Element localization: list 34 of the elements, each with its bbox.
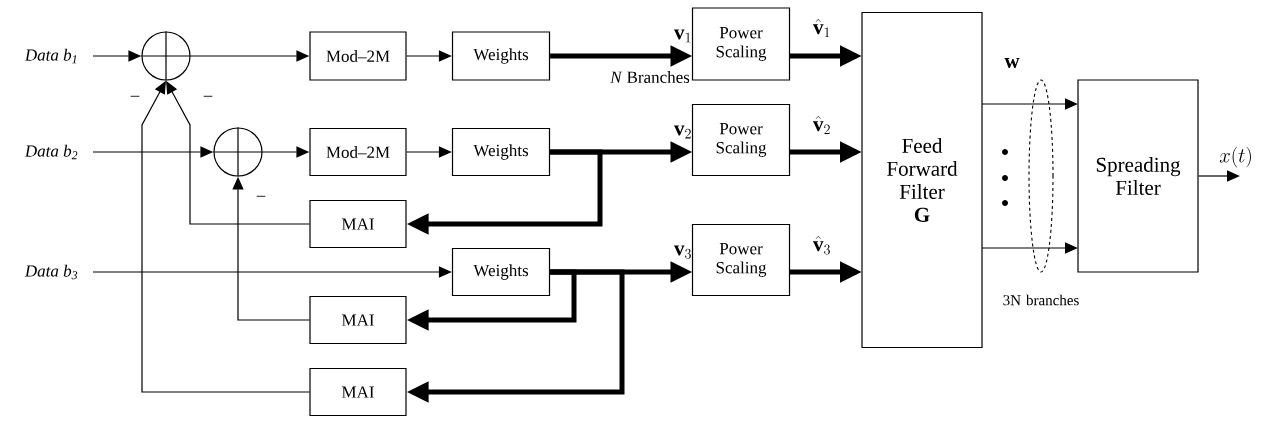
arrow [1198,170,1240,182]
process-box: MAI [309,199,407,249]
minus-sign: – [130,95,140,97]
minus-sign: – [203,95,213,97]
filter-box: Feed Forward Filter G [861,11,983,349]
edge-label: $\mathbf{w}$ [1004,58,1020,68]
minus-sign: – [256,195,266,197]
process-box: Mod–2M [309,31,407,81]
summing-junction [140,30,192,82]
edge-label: $\hat{\mathbf{v}}_2$ [813,115,830,135]
process-box: Power Scaling [691,223,791,297]
edge-label: $\hat{\mathbf{v}}_1$ [813,18,830,38]
filter-box: Spreading Filter [1077,79,1199,273]
edge-label: $\mathbf{v}_1$ [674,29,691,43]
process-box: Mod–2M [309,127,407,177]
process-box: Weights [451,247,551,297]
summing-junction [212,126,264,178]
input-label: Data b$_{1}$ [24,48,77,64]
arrow [981,98,1078,110]
edge-label: $\hat{\mathbf{v}}_3$ [813,235,830,255]
branch-label: N Branches [610,71,690,83]
branch-label: 3N branches [1003,294,1079,306]
process-box: MAI [309,367,407,417]
process-box: Power Scaling [691,103,791,177]
arrow [981,242,1078,254]
edge-label: $\mathbf{v}_2$ [674,125,691,139]
input-label: Data b$_{3}$ [24,264,78,280]
process-box: Weights [451,31,551,81]
edge-label: $x(t)$ [1219,146,1251,168]
process-box: Power Scaling [691,7,791,81]
input-label: Data b$_{2}$ [24,144,78,160]
process-box: Weights [451,127,551,177]
edge-label: $\mathbf{v}_3$ [674,245,691,259]
process-box: MAI [309,295,407,345]
